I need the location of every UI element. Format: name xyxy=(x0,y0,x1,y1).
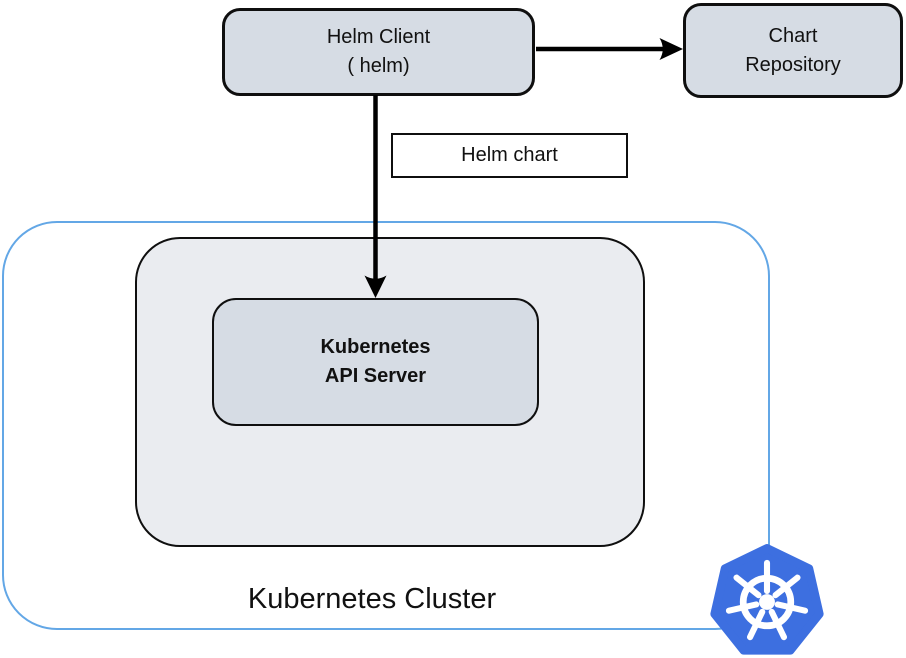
helm-to-repo-arrow xyxy=(536,38,683,60)
api-server-label-line2: API Server xyxy=(324,365,427,387)
helm-chart-annotation: Helm chart xyxy=(391,133,628,178)
helm-client-label-line1: Helm Client xyxy=(326,26,431,48)
api-server-label-line1: Kubernetes xyxy=(320,336,431,358)
chart-repository-label-line1: Chart xyxy=(768,24,818,47)
kubernetes-logo-icon xyxy=(710,544,824,655)
chart-repository-node: Chart Repository xyxy=(683,3,903,98)
api-server-node: Kubernetes API Server xyxy=(212,298,539,426)
chart-repository-label-line2: Repository xyxy=(745,53,841,76)
kubernetes-cluster-boundary xyxy=(2,221,770,630)
cluster-caption: Kubernetes Cluster xyxy=(247,583,497,615)
helm-client-label-line2: ( helm) xyxy=(347,55,410,77)
kubernetes-wheel xyxy=(725,559,809,641)
helm-chart-annotation-text: Helm chart xyxy=(461,144,558,166)
helm-client-node: Helm Client ( helm) xyxy=(222,8,535,96)
